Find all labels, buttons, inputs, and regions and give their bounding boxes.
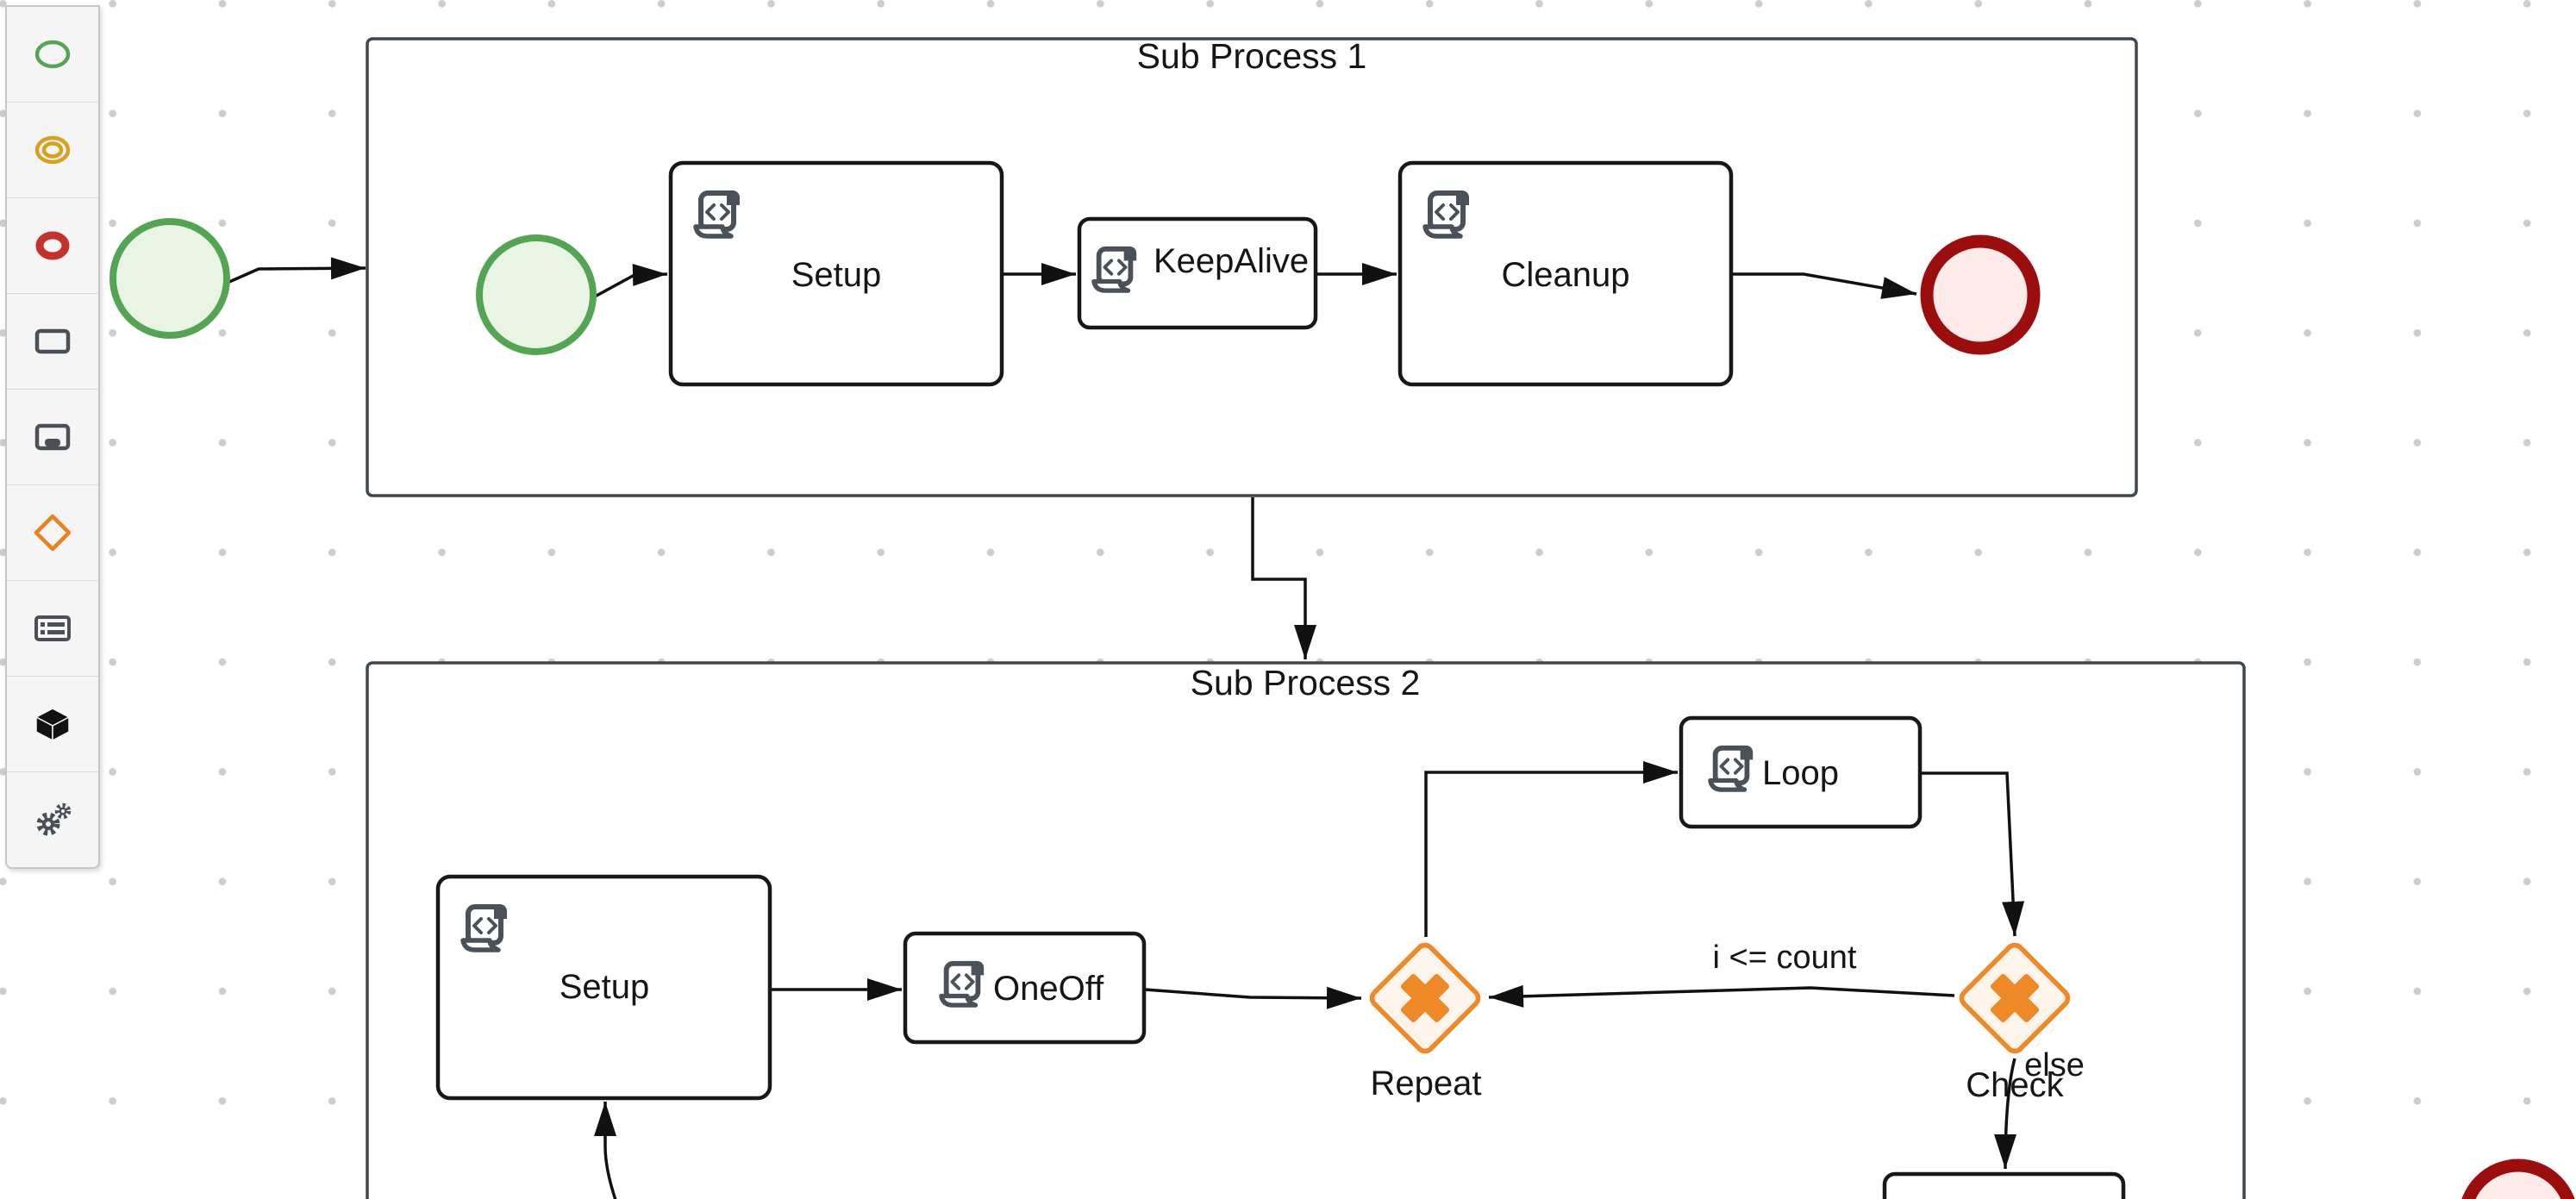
task-label: Setup bbox=[791, 256, 882, 294]
task-sp1-cleanup[interactable]: Cleanup bbox=[1397, 160, 1734, 387]
palette-item-end-event[interactable] bbox=[7, 198, 98, 294]
task-label: Loop bbox=[1762, 754, 1839, 792]
palette-item-service-task[interactable] bbox=[7, 772, 98, 867]
tool-palette bbox=[5, 5, 100, 869]
start-event-outer[interactable] bbox=[109, 218, 230, 339]
flow-repeat-to-loop[interactable] bbox=[1424, 761, 1678, 937]
task-sp1-keepalive[interactable]: KeepAlive bbox=[1077, 216, 1318, 330]
gateway-repeat[interactable]: Repeat bbox=[1369, 942, 1482, 1102]
palette-item-task[interactable] bbox=[7, 294, 98, 390]
script-icon bbox=[1425, 190, 1469, 236]
task-sp2-setup[interactable]: Setup bbox=[435, 874, 772, 1101]
start-event-sp1[interactable] bbox=[476, 234, 597, 355]
flow-condition-label: i <= count bbox=[1713, 940, 1857, 976]
flow-oneoff-to-repeat[interactable] bbox=[1144, 986, 1362, 1009]
business-rule-icon bbox=[34, 615, 71, 641]
gateway-label: Repeat bbox=[1371, 1065, 1482, 1102]
start-event-icon bbox=[34, 40, 71, 69]
end-event-icon bbox=[35, 231, 70, 260]
task-sp2-oneoff[interactable]: OneOff bbox=[903, 931, 1147, 1045]
gateway-icon bbox=[34, 514, 72, 552]
intermediate-event-icon bbox=[34, 135, 71, 165]
script-icon bbox=[941, 961, 984, 1005]
task-sp1-setup[interactable]: Setup bbox=[668, 160, 1004, 387]
flow-loopback-to-setup2[interactable] bbox=[594, 1102, 617, 1199]
subprocess-1-title: Sub Process 1 bbox=[1137, 36, 1367, 76]
task-label: Setup bbox=[560, 968, 650, 1006]
task-label: OneOff bbox=[993, 970, 1104, 1008]
end-event-sp1[interactable] bbox=[1920, 234, 2041, 355]
flow-check-to-next-task[interactable] bbox=[1994, 1058, 2017, 1170]
flow-cleanup-to-end[interactable] bbox=[1732, 272, 1917, 299]
task-icon bbox=[34, 328, 71, 354]
flow-loop-to-check[interactable] bbox=[1920, 771, 2025, 937]
task-sp2-loop[interactable]: Loop bbox=[1679, 715, 1923, 829]
gateway-label: Check bbox=[1966, 1066, 2064, 1104]
script-icon bbox=[696, 190, 740, 236]
palette-item-business-rule-task[interactable] bbox=[7, 581, 98, 677]
flow-else-label: else bbox=[2024, 1047, 2085, 1083]
task-label: KeepAlive bbox=[1154, 242, 1309, 280]
data-store-icon bbox=[34, 708, 71, 742]
palette-item-subprocess[interactable] bbox=[7, 390, 98, 485]
palette-item-start-event[interactable] bbox=[7, 7, 98, 103]
end-event-sp2-partial[interactable] bbox=[2461, 1158, 2575, 1199]
script-icon bbox=[463, 904, 507, 950]
palette-item-intermediate-event[interactable] bbox=[7, 103, 98, 198]
script-icon bbox=[1710, 746, 1753, 790]
flow-sp1-to-sp2[interactable] bbox=[1251, 497, 1316, 659]
task-sp2-next-partial[interactable] bbox=[1882, 1171, 2126, 1199]
flow-check-to-repeat[interactable] bbox=[1488, 984, 1955, 1008]
service-task-icon bbox=[36, 802, 72, 836]
flow-start-to-setup1[interactable] bbox=[594, 264, 668, 298]
flow-start-to-sp1[interactable] bbox=[228, 257, 366, 284]
palette-item-gateway[interactable] bbox=[7, 485, 98, 581]
subprocess-icon bbox=[34, 423, 71, 451]
gateway-check[interactable]: Check bbox=[1959, 942, 2072, 1104]
palette-item-data-store[interactable] bbox=[7, 677, 98, 772]
task-label: Cleanup bbox=[1501, 256, 1629, 294]
subprocess-2-title: Sub Process 2 bbox=[1191, 663, 1421, 703]
script-icon bbox=[1094, 247, 1136, 290]
